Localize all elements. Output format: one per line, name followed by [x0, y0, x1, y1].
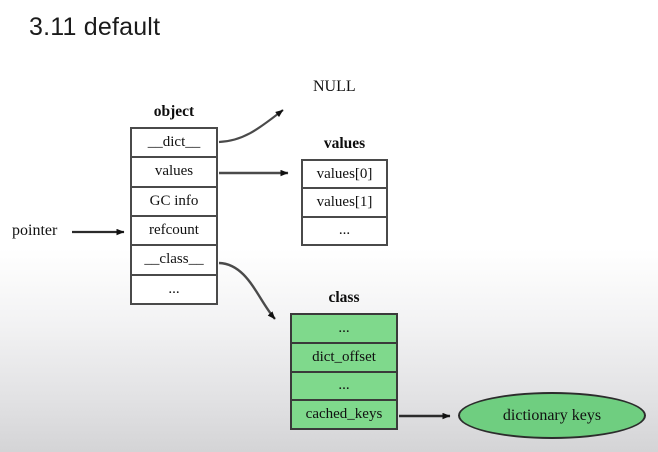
object-row-class: __class__	[132, 246, 216, 276]
class-row-dict-offset: dict_offset	[292, 343, 396, 373]
object-row-dict: __dict__	[132, 129, 216, 159]
object-row-ellipsis: ...	[132, 275, 216, 303]
edge-dict-to-null	[218, 109, 284, 144]
class-row-ellipsis-bottom: ...	[292, 372, 396, 402]
object-row-values: values	[132, 158, 216, 188]
class-row-cached-keys: cached_keys	[292, 401, 396, 428]
object-box-caption: object	[153, 103, 195, 120]
object-row-gc-info: GC info	[132, 187, 216, 217]
values-row-0: values[0]	[303, 161, 386, 190]
values-row-ellipsis: ...	[303, 217, 386, 244]
page-title: 3.11 default	[29, 13, 161, 41]
pointer-label: pointer	[12, 222, 58, 239]
values-box-caption: values	[323, 135, 366, 152]
object-row-refcount: refcount	[132, 216, 216, 247]
class-row-ellipsis-top: ...	[292, 315, 396, 344]
values-box: values[0] values[1] ...	[301, 159, 388, 246]
null-label: NULL	[313, 78, 356, 95]
object-box: __dict__ values GC info refcount __class…	[130, 127, 218, 305]
class-box: ... dict_offset ... cached_keys	[290, 313, 398, 430]
dictionary-keys-node: dictionary keys	[458, 392, 646, 439]
edge-class-to-class-box	[218, 261, 276, 320]
values-row-1: values[1]	[303, 189, 386, 218]
class-box-caption: class	[328, 289, 360, 306]
